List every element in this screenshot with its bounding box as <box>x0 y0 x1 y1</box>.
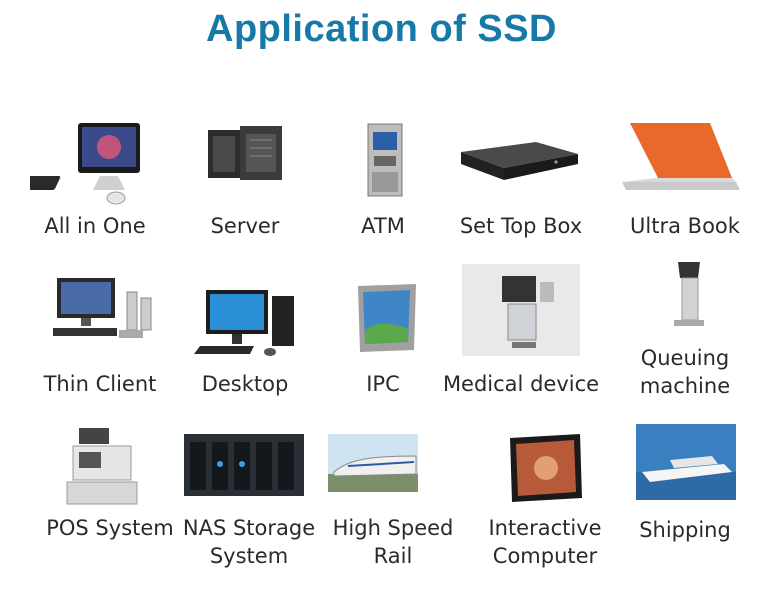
nas-storage-icon <box>184 434 314 534</box>
item-label: POS System <box>46 516 174 540</box>
server-icon <box>180 118 310 218</box>
set-top-box-icon <box>456 118 586 218</box>
item-label: All in One <box>44 214 146 238</box>
pos-system-icon <box>45 424 175 524</box>
item-shipping: Shipping <box>610 424 760 594</box>
shipping-icon <box>620 424 750 524</box>
interactive-computer-icon <box>480 430 610 530</box>
page-title: Application of SSD <box>206 8 557 50</box>
item-label: Thin Client <box>43 372 157 396</box>
ultrabook-icon <box>620 118 750 218</box>
item-label: Medical device <box>442 372 600 396</box>
medical-device-icon <box>456 262 586 362</box>
item-label: Server <box>210 214 280 238</box>
item-all-in-one: All in One <box>20 118 170 288</box>
item-medical-device: Medical device <box>443 262 599 432</box>
thin-client-icon <box>35 270 165 370</box>
item-desktop: Desktop <box>170 280 320 450</box>
high-speed-rail-icon <box>328 434 458 534</box>
item-ipc: IPC <box>308 280 458 450</box>
item-label: Ultra Book <box>630 214 740 238</box>
ipc-icon <box>318 280 448 380</box>
item-label: IPC <box>366 372 400 396</box>
atm-icon <box>318 118 448 218</box>
item-label: Desktop <box>201 372 289 396</box>
item-thin-client: Thin Client <box>25 270 175 440</box>
item-atm: ATM <box>308 118 458 288</box>
all-in-one-pc-icon <box>30 118 160 218</box>
item-label: Set Top Box <box>459 214 583 238</box>
item-label: ATM <box>361 214 405 238</box>
desktop-icon <box>180 280 310 380</box>
queuing-machine-icon <box>620 258 750 358</box>
item-server: Server <box>170 118 320 288</box>
item-ultra-book: Ultra Book <box>610 118 760 288</box>
item-pos-system: POS System <box>35 424 185 594</box>
item-label: Shipping <box>639 518 731 542</box>
item-set-top-box: Set Top Box <box>446 118 596 288</box>
